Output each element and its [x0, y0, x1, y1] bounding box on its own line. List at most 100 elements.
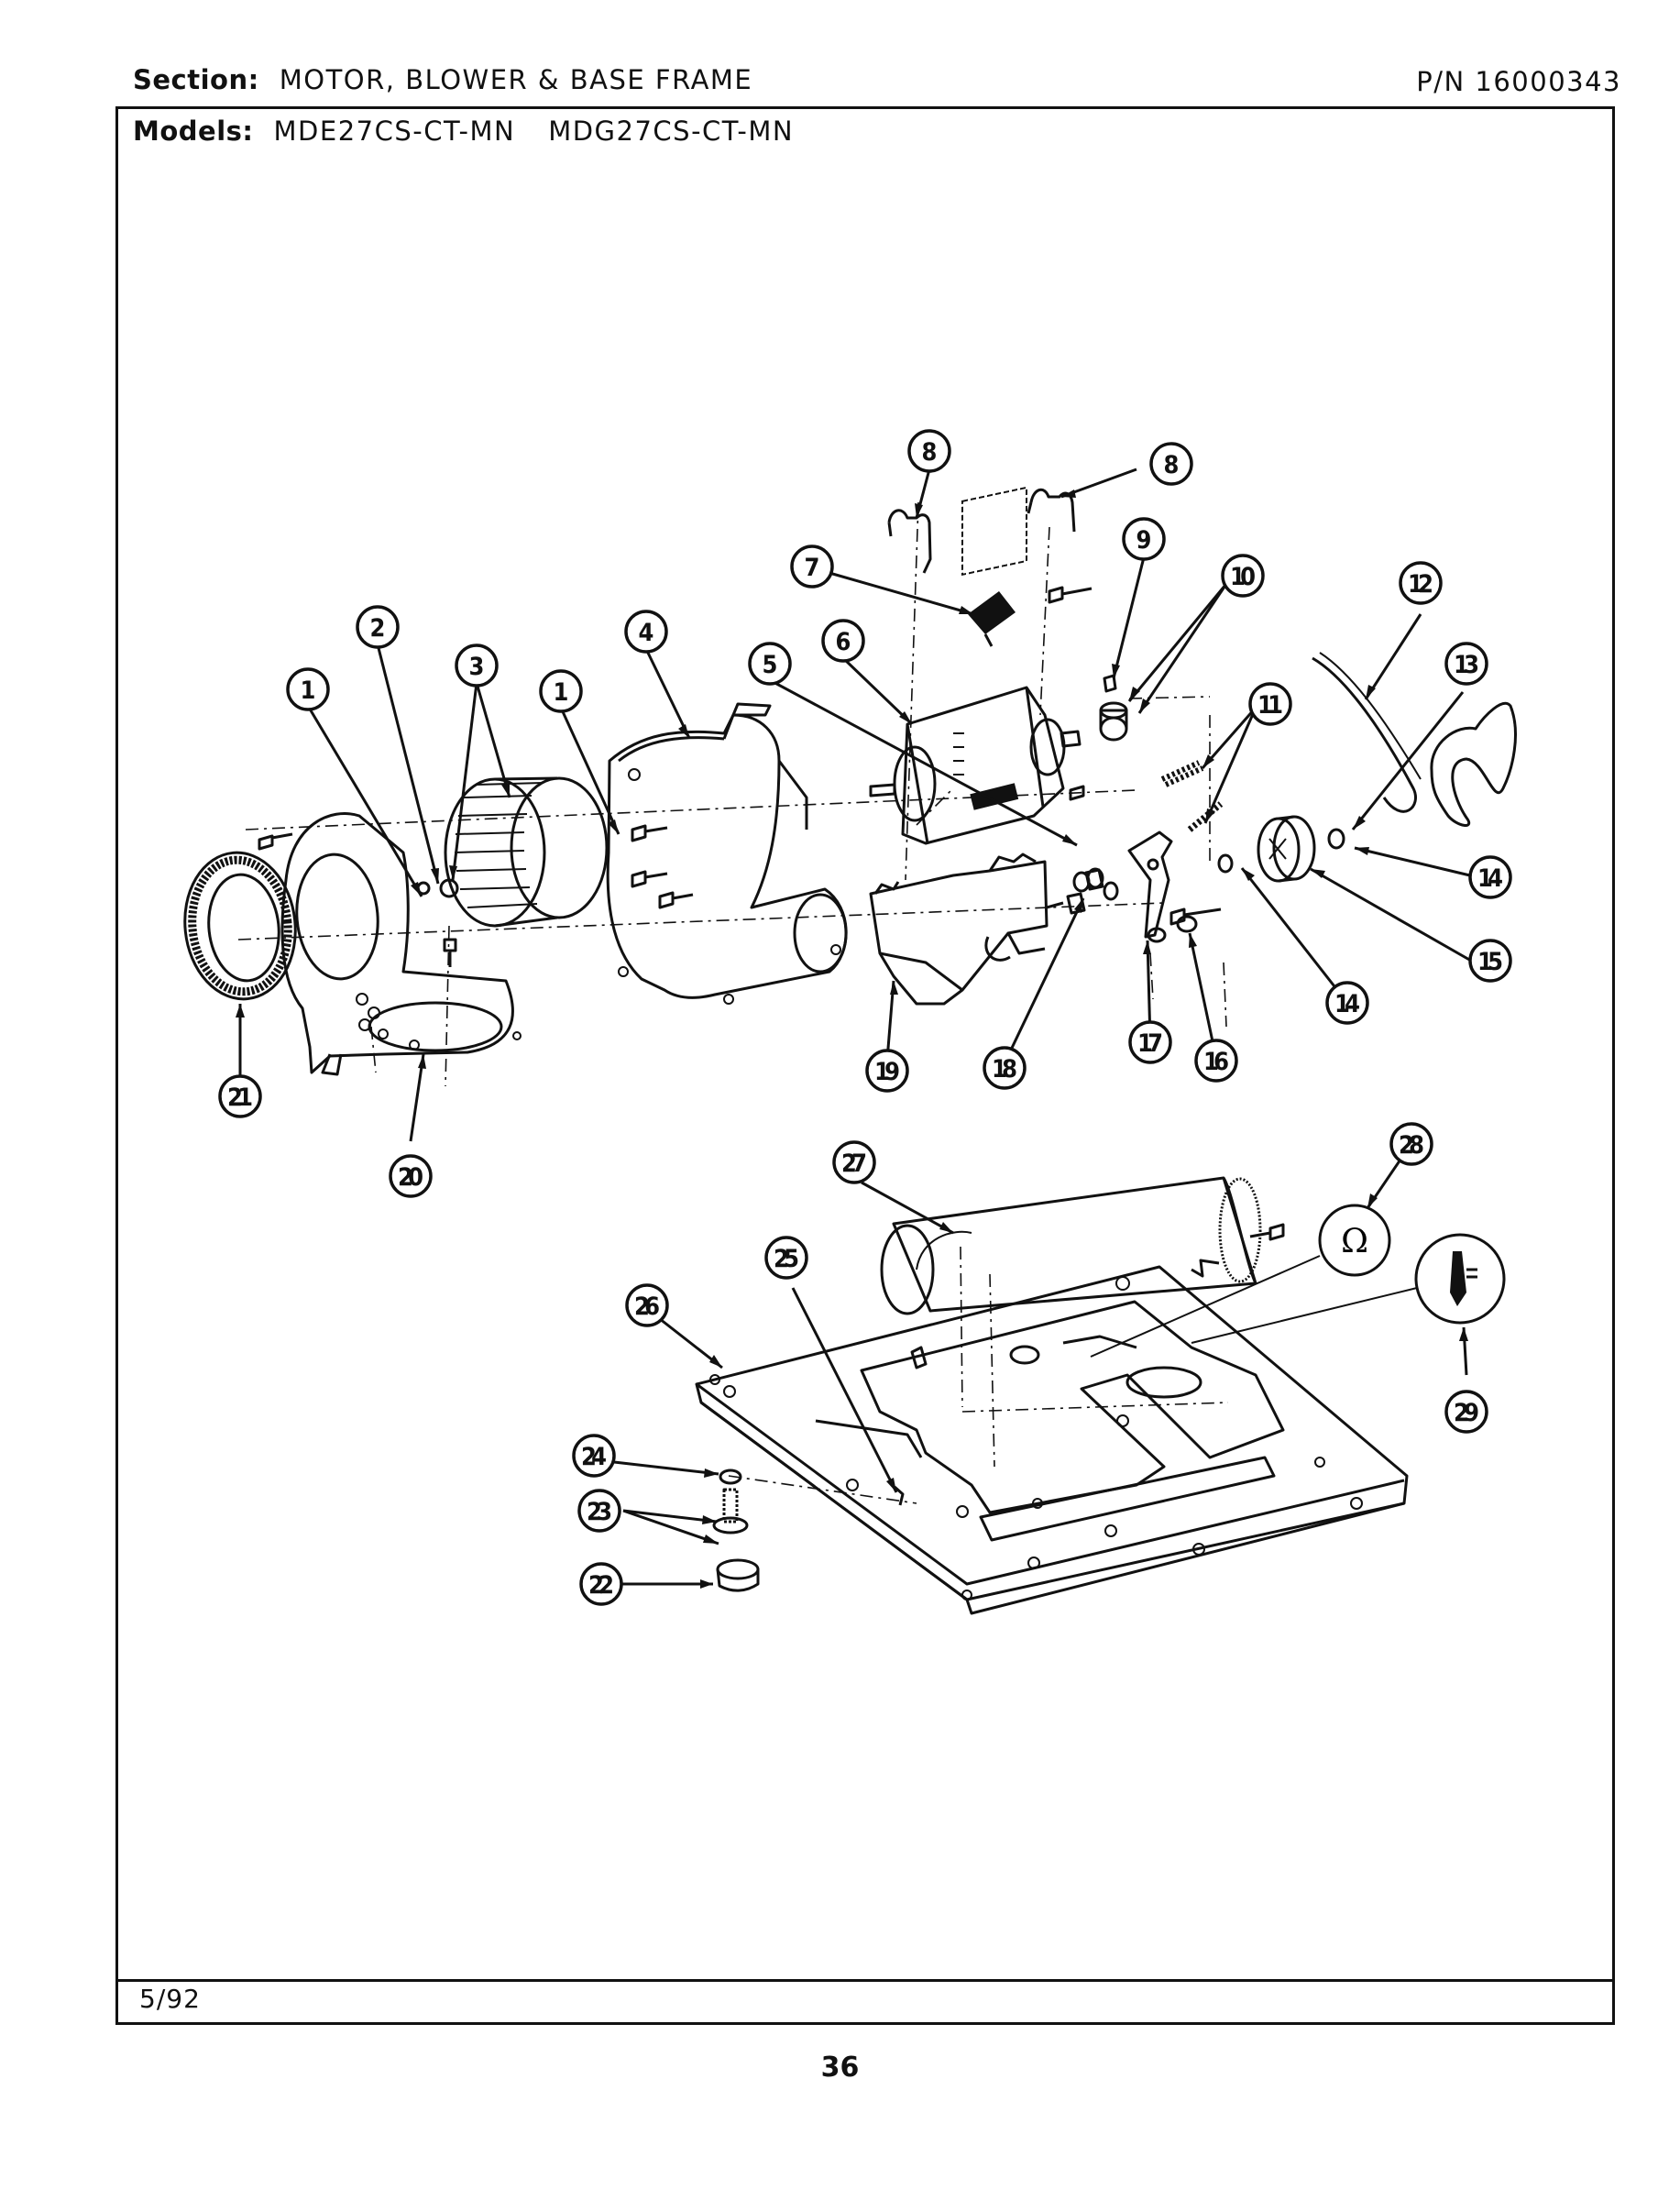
callout-circle	[1389, 1122, 1433, 1166]
blower-wheel	[416, 776, 609, 928]
callout-number: 14	[1477, 864, 1503, 893]
callout-circle	[1468, 855, 1512, 899]
callout-circle	[218, 1074, 262, 1118]
callout-14: 14	[1468, 855, 1512, 899]
callout-number: 14	[1334, 990, 1360, 1018]
callout-circle	[1194, 1039, 1238, 1083]
callout-11: 11	[1248, 682, 1292, 726]
callout-circle	[1122, 517, 1166, 561]
callout-8: 8	[907, 429, 951, 473]
inset-details: Ω	[1090, 1204, 1506, 1358]
callout-number: 18	[992, 1055, 1017, 1084]
callout-number: 19	[874, 1058, 900, 1086]
callout-21: 21	[218, 1074, 262, 1118]
callout-number: 2	[370, 614, 386, 643]
callout-number: 26	[634, 1292, 660, 1321]
callout-circle	[577, 1489, 621, 1533]
callout-27: 27	[832, 1140, 876, 1184]
callout-1: 1	[539, 669, 583, 713]
callout-number: 7	[805, 554, 820, 582]
callout-number: 22	[588, 1571, 614, 1600]
callout-circle	[748, 642, 792, 686]
callout-4: 4	[624, 610, 668, 654]
callout-circle	[455, 644, 499, 688]
callout-17: 17	[1128, 1020, 1172, 1064]
callout-circle	[356, 605, 400, 649]
callout-circle	[1248, 682, 1292, 726]
page-number: 36	[820, 2052, 860, 2084]
callout-circle	[1468, 939, 1512, 983]
drive-motor	[869, 486, 1082, 845]
revision-date: 5/92	[139, 1984, 201, 2014]
base-frame	[695, 1265, 1409, 1615]
callout-number: 8	[1164, 451, 1180, 479]
callout-circle	[572, 1434, 616, 1478]
motor-switch	[968, 591, 1016, 647]
diagram-frame	[115, 106, 1615, 2025]
callout-number: 1	[301, 676, 316, 705]
callout-number: 1	[554, 678, 569, 707]
footer-divider	[115, 1979, 1615, 1982]
callout-number: 6	[836, 628, 851, 656]
callout-number: 10	[1230, 563, 1256, 591]
callout-8: 8	[1149, 442, 1193, 486]
idler-springs	[1160, 760, 1224, 832]
callout-number: 25	[774, 1245, 799, 1273]
callout-number: 8	[922, 438, 938, 467]
duct-seal-ring	[183, 851, 297, 1001]
callout-13: 13	[1444, 642, 1488, 686]
callout-circle	[1444, 642, 1488, 686]
callout-number: 20	[398, 1163, 423, 1192]
callout-circle	[579, 1562, 623, 1606]
callout-18: 18	[983, 1046, 1027, 1090]
callout-26: 26	[625, 1283, 669, 1327]
callout-circle	[1221, 554, 1265, 598]
inset-omega-symbol: Ω	[1341, 1223, 1368, 1260]
callout-circle	[764, 1236, 808, 1280]
callout-circle	[821, 619, 865, 663]
callout-5: 5	[748, 642, 792, 686]
callout-22: 22	[579, 1562, 623, 1606]
callout-16: 16	[1194, 1039, 1238, 1083]
callout-number: 5	[763, 651, 778, 679]
callout-25: 25	[764, 1236, 808, 1280]
callout-circle	[1444, 1390, 1488, 1434]
callout-number: 21	[227, 1084, 253, 1112]
motor-mount-bracket	[869, 852, 1049, 1006]
callout-7: 7	[790, 544, 834, 588]
section-title: MOTOR, BLOWER & BASE FRAME	[279, 64, 753, 95]
blower-housing-front	[280, 812, 522, 1076]
callout-number: 29	[1454, 1399, 1479, 1427]
callout-number: 13	[1454, 651, 1479, 679]
callout-6: 6	[821, 619, 865, 663]
exhaust-duct	[880, 1176, 1262, 1315]
idler-arm	[1046, 830, 1198, 943]
model-2: MDG27CS-CT-MN	[548, 116, 795, 147]
callout-circle	[832, 1140, 876, 1184]
idler-bolt-parts	[1099, 674, 1128, 742]
callout-1: 1	[286, 667, 330, 711]
blower-housing-rear	[606, 702, 848, 1005]
callout-circle	[539, 669, 583, 713]
callout-circle	[286, 667, 330, 711]
callout-3: 3	[455, 644, 499, 688]
callout-circle	[1399, 561, 1443, 605]
leader-lines	[238, 468, 1475, 1586]
callout-number: 28	[1399, 1131, 1424, 1160]
drive-belt	[1312, 652, 1517, 827]
callout-circle	[1325, 981, 1369, 1025]
callout-24: 24	[572, 1434, 616, 1478]
callout-number: 12	[1408, 570, 1433, 599]
callout-circle	[389, 1154, 433, 1198]
callout-circle	[790, 544, 834, 588]
callout-12: 12	[1399, 561, 1443, 605]
callout-number: 9	[1136, 526, 1152, 555]
leader-arrowheads	[236, 490, 1468, 1589]
idler-pulley	[1217, 815, 1345, 883]
callout-circle	[624, 610, 668, 654]
callout-number: 3	[469, 653, 485, 681]
leveling-leg	[712, 1468, 760, 1592]
